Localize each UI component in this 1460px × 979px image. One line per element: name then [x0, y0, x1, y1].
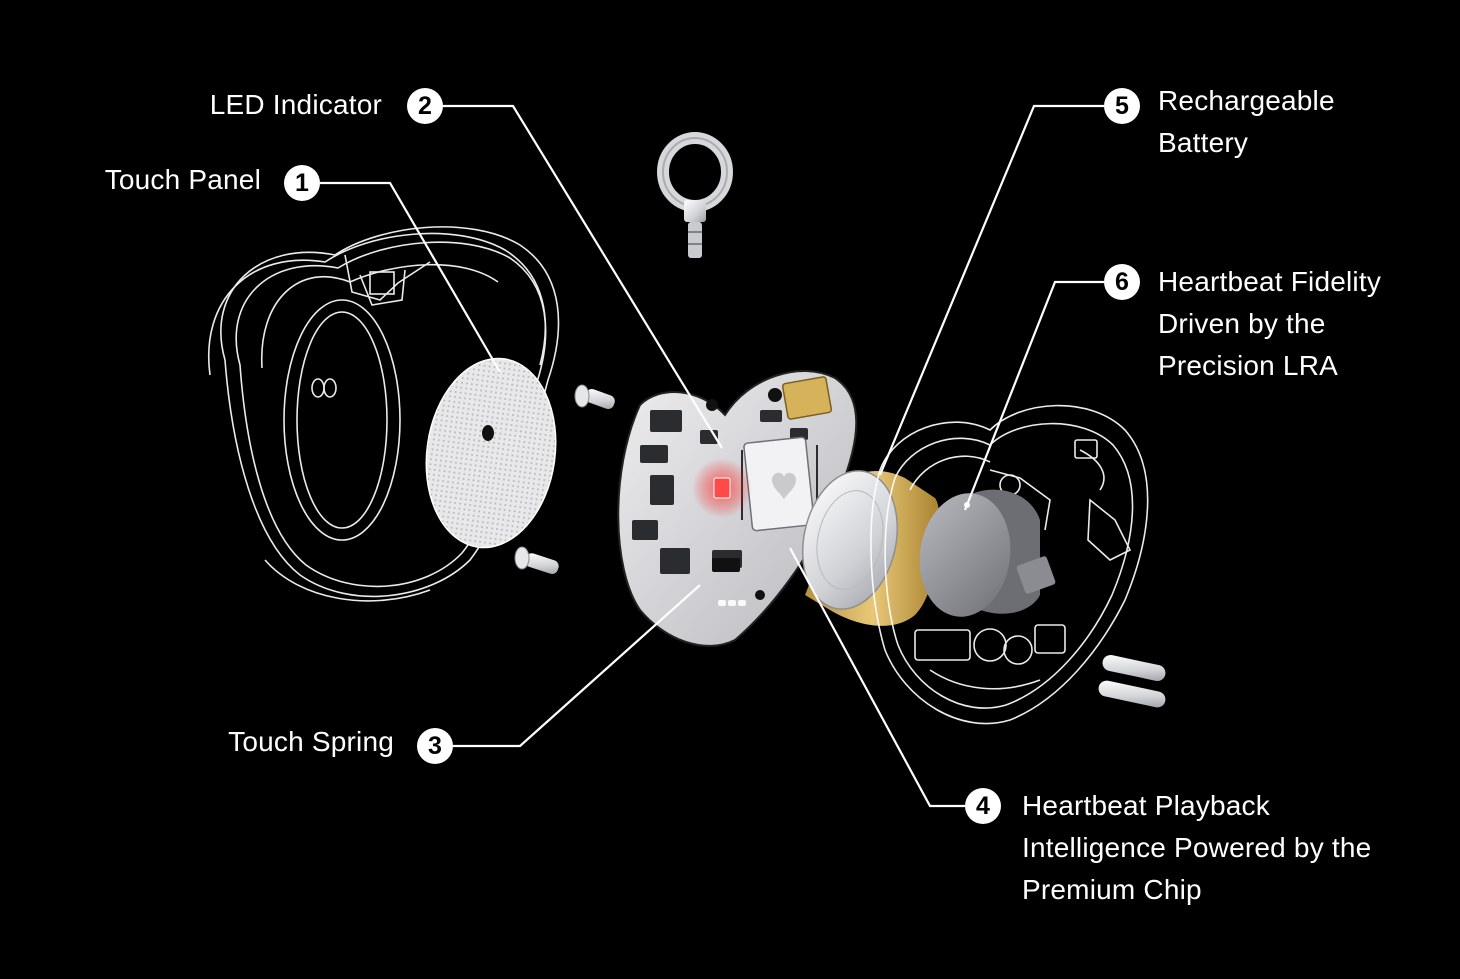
callout-3-line-1: Touch Spring — [228, 726, 394, 757]
callout-6-line-3: Precision LRA — [1158, 350, 1339, 381]
leader-line-2 — [443, 104, 723, 449]
callout-5-label: Rechargeable Battery — [1158, 80, 1335, 164]
front-shell-wireframe — [207, 226, 560, 602]
leader-line-3 — [453, 584, 701, 748]
callout-3-badge: 3 — [417, 728, 453, 764]
callout-2-badge: 2 — [407, 88, 443, 124]
callout-5-line-2: Battery — [1158, 127, 1249, 158]
callout-6-line-1: Heartbeat Fidelity — [1158, 266, 1382, 297]
lra-motor — [919, 489, 1056, 617]
leader-line-6 — [963, 280, 1104, 511]
pcb-board — [617, 369, 858, 647]
screw-bottom — [514, 546, 559, 574]
callout-1-label: Touch Panel — [105, 159, 261, 201]
callout-4-line-1: Heartbeat Playback — [1022, 790, 1270, 821]
leader-line-4 — [789, 547, 965, 808]
callout-1-badge: 1 — [284, 165, 320, 201]
callout-4-badge: 4 — [965, 788, 1001, 824]
callout-2-label: LED Indicator — [210, 84, 382, 126]
eyelet-bail — [657, 132, 733, 258]
callout-4-line-2: Intelligence Powered by the — [1022, 832, 1372, 863]
touch-spring-part — [712, 558, 740, 572]
callout-4-line-3: Premium Chip — [1022, 874, 1202, 905]
leader-line-1 — [320, 181, 501, 373]
callout-6-line-2: Driven by the — [1158, 308, 1326, 339]
touch-panel-mesh-disc — [425, 357, 557, 549]
callout-4-label: Heartbeat Playback Intelligence Powered … — [1022, 785, 1371, 911]
leader-lines — [320, 104, 1104, 808]
pogo-pins — [1098, 655, 1166, 708]
main-chip — [741, 436, 818, 532]
callout-2-line-1: LED Indicator — [209, 89, 382, 120]
callout-6-label: Heartbeat Fidelity Driven by the Precisi… — [1158, 261, 1381, 387]
callout-5-line-1: Rechargeable — [1158, 85, 1335, 116]
led-indicator-light — [692, 458, 752, 518]
screw-top — [574, 384, 615, 410]
callout-5-badge: 5 — [1104, 88, 1140, 124]
callout-6-badge: 6 — [1104, 264, 1140, 300]
callout-3-label: Touch Spring — [228, 721, 394, 763]
callout-1-line-1: Touch Panel — [104, 164, 261, 195]
leader-line-5 — [878, 104, 1104, 476]
